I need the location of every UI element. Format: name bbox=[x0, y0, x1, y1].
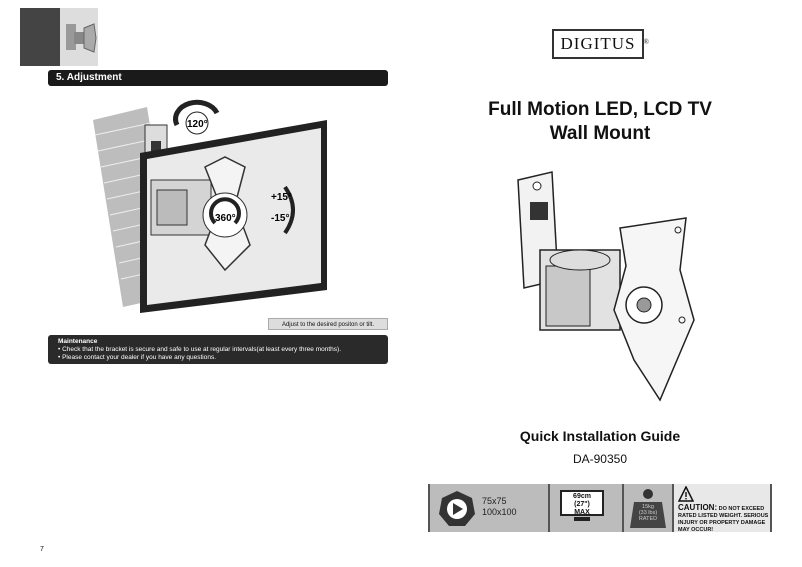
maintenance-item: • Check that the bracket is secure and s… bbox=[58, 346, 341, 353]
maintenance-box: Maintenance • Check that the bracket is … bbox=[48, 335, 388, 364]
model-number: DA-90350 bbox=[572, 452, 628, 466]
screen-size: 69cm bbox=[573, 493, 591, 500]
warning-icon bbox=[678, 486, 694, 502]
tilt-down-label: -15° bbox=[271, 213, 289, 224]
product-image bbox=[517, 171, 695, 402]
vesa-cell: 75x75 100x100 bbox=[430, 484, 548, 532]
weight-value: 15kg bbox=[642, 504, 654, 510]
vesa-size-1: 75x75 bbox=[482, 496, 507, 506]
weight-rated: RATED bbox=[638, 516, 658, 522]
tv-stand-icon bbox=[574, 517, 590, 521]
guide-title: Quick Installation Guide bbox=[519, 428, 681, 444]
vesa-size-2: 100x100 bbox=[482, 507, 517, 517]
section-thumbnail-image bbox=[60, 8, 98, 66]
adjustment-illustration: 120° 360° +15° -15° bbox=[93, 99, 327, 313]
caution-cell: CAUTION: DO NOT EXCEED RATED LISTED WEIG… bbox=[674, 484, 770, 533]
adjustment-caption: Adjust to the desired positon or tilt. bbox=[268, 318, 388, 330]
weight-lbs: (33 lbs) bbox=[638, 510, 658, 516]
brand-logo: DIGITUS ® bbox=[552, 29, 649, 59]
weight-icon bbox=[630, 489, 666, 528]
vesa-badge-icon bbox=[439, 491, 475, 526]
spec-strip: 75x75 100x100 69cm (27") MAX 15kg (33 lb… bbox=[428, 484, 772, 533]
caution-text: DO NOT EXCEED RATED LISTED WEIGHT. SERIO… bbox=[678, 506, 769, 533]
tilt-rotation-label: 120° bbox=[187, 119, 208, 130]
screen-max: MAX bbox=[574, 509, 590, 516]
caution-title: CAUTION: bbox=[678, 503, 718, 512]
maintenance-title: Maintenance bbox=[58, 338, 98, 345]
rotation-label: 360° bbox=[215, 213, 236, 224]
weight-cell: 15kg (33 lbs) RATED bbox=[624, 484, 672, 532]
tv-screen-icon: 69cm (27") MAX bbox=[560, 490, 604, 516]
tilt-up-label: +15° bbox=[271, 192, 292, 203]
brand-name: DIGITUS bbox=[560, 34, 636, 53]
title-line-2: Wall Mount bbox=[549, 123, 651, 144]
screen-size-cell: 69cm (27") MAX bbox=[550, 484, 622, 532]
section-title: 5. Adjustment bbox=[48, 70, 388, 86]
section-thumbnail-dark bbox=[20, 8, 60, 66]
product-title: Full Motion LED, LCD TV Wall Mount bbox=[420, 98, 780, 146]
title-line-1: Full Motion LED, LCD TV bbox=[488, 99, 712, 120]
page-number: 7 bbox=[40, 546, 44, 553]
registered-mark: ® bbox=[643, 38, 650, 46]
maintenance-item: • Please contact your dealer if you have… bbox=[58, 354, 217, 361]
screen-size-inch: (27") bbox=[574, 501, 590, 508]
